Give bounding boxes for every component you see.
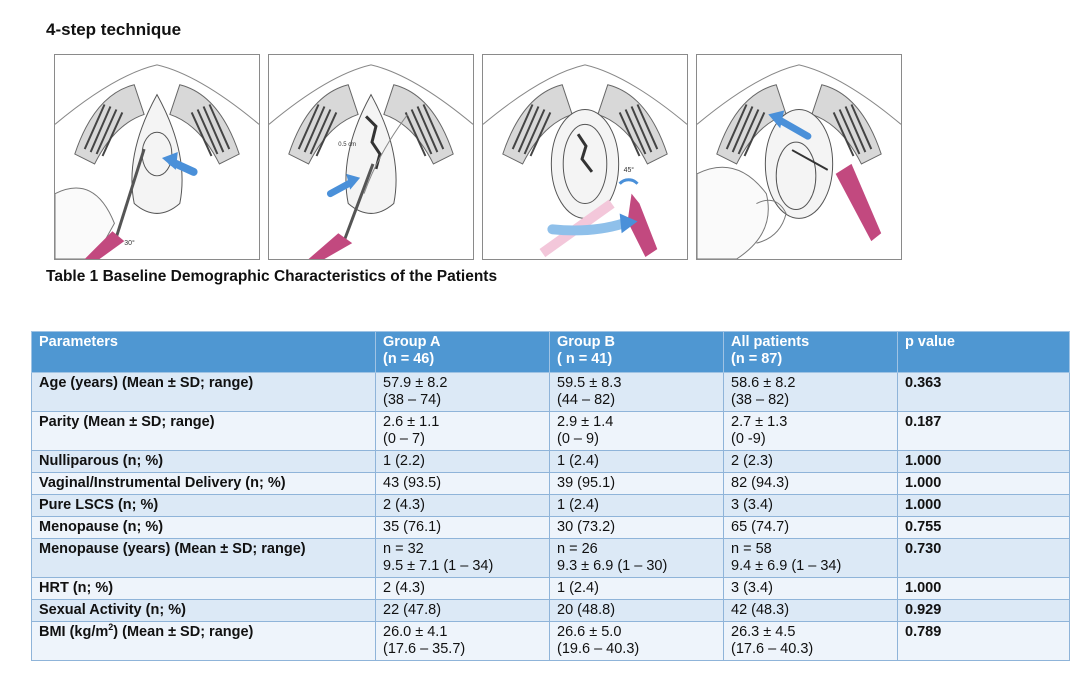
- row-label: Parity (Mean ± SD; range): [31, 411, 376, 451]
- step-3-drawing: 45°: [483, 64, 687, 258]
- table-row: Sexual Activity (n; %) 22 (47.8) 20 (48.…: [31, 599, 1070, 622]
- p-value-cell: 1.000: [897, 494, 1070, 517]
- all-patients-cell: 82 (94.3): [723, 472, 898, 495]
- group-a-cell: 57.9 ± 8.2(38 – 74): [375, 372, 550, 412]
- row-label: Pure LSCS (n; %): [31, 494, 376, 517]
- row-label: Sexual Activity (n; %): [31, 599, 376, 622]
- table-row: Vaginal/Instrumental Delivery (n; %) 43 …: [31, 472, 1070, 495]
- group-a-cell: 26.0 ± 4.1(17.6 – 35.7): [375, 621, 550, 661]
- table-row: Parity (Mean ± SD; range) 2.6 ± 1.1(0 – …: [31, 411, 1070, 451]
- group-b-cell: 59.5 ± 8.3(44 – 82): [549, 372, 724, 412]
- table-caption: Table 1 Baseline Demographic Characteris…: [46, 268, 498, 285]
- angle-label: 45°: [624, 166, 635, 174]
- row-label: HRT (n; %): [31, 577, 376, 600]
- step-3-illustration: 45°: [482, 54, 688, 260]
- table-row: Nulliparous (n; %) 1 (2.2) 1 (2.4) 2 (2.…: [31, 450, 1070, 473]
- step-1-drawing: 30°: [55, 64, 259, 259]
- all-patients-cell: 2.7 ± 1.3(0 -9): [723, 411, 898, 451]
- header-group-b: Group B ( n = 41): [549, 331, 724, 373]
- table-row: Menopause (n; %) 35 (76.1) 30 (73.2) 65 …: [31, 516, 1070, 539]
- group-b-cell: 26.6 ± 5.0(19.6 – 40.3): [549, 621, 724, 661]
- p-value-cell: 0.789: [897, 621, 1070, 661]
- row-label: Nulliparous (n; %): [31, 450, 376, 473]
- header-parameters: Parameters: [31, 331, 376, 373]
- group-a-cell: 1 (2.2): [375, 450, 550, 473]
- group-b-cell: 20 (48.8): [549, 599, 724, 622]
- table-row: HRT (n; %) 2 (4.3) 1 (2.4) 3 (3.4) 1.000: [31, 577, 1070, 600]
- group-b-cell: 1 (2.4): [549, 450, 724, 473]
- group-b-cell: 39 (95.1): [549, 472, 724, 495]
- step-2-illustration: 0.5 cm: [268, 54, 474, 260]
- group-b-cell: 1 (2.4): [549, 577, 724, 600]
- header-group-a: Group A (n = 46): [375, 331, 550, 373]
- demographics-table: Parameters Group A (n = 46) Group B ( n …: [31, 331, 1070, 661]
- row-label: Age (years) (Mean ± SD; range): [31, 372, 376, 412]
- group-b-cell: 1 (2.4): [549, 494, 724, 517]
- row-label: Menopause (years) (Mean ± SD; range): [31, 538, 376, 578]
- group-a-cell: 22 (47.8): [375, 599, 550, 622]
- header-all-patients: All patients (n = 87): [723, 331, 898, 373]
- p-value-cell: 0.755: [897, 516, 1070, 539]
- all-patients-cell: 3 (3.4): [723, 494, 898, 517]
- table-row: BMI (kg/m2) (Mean ± SD; range) 26.0 ± 4.…: [31, 621, 1070, 661]
- all-patients-cell: 3 (3.4): [723, 577, 898, 600]
- group-a-cell: 2 (4.3): [375, 494, 550, 517]
- group-a-cell: 2.6 ± 1.1(0 – 7): [375, 411, 550, 451]
- figure-heading: 4-step technique: [46, 20, 182, 39]
- table-row: Pure LSCS (n; %) 2 (4.3) 1 (2.4) 3 (3.4)…: [31, 494, 1070, 517]
- row-label: Vaginal/Instrumental Delivery (n; %): [31, 472, 376, 495]
- angle-label: 30°: [124, 239, 135, 247]
- group-b-cell: 30 (73.2): [549, 516, 724, 539]
- table-row: Menopause (years) (Mean ± SD; range) n =…: [31, 538, 1070, 578]
- step-1-illustration: 30°: [54, 54, 260, 260]
- step-4-illustration: [696, 54, 902, 260]
- p-value-cell: 0.929: [897, 599, 1070, 622]
- table-row: Age (years) (Mean ± SD; range) 57.9 ± 8.…: [31, 372, 1070, 412]
- group-a-cell: 2 (4.3): [375, 577, 550, 600]
- step-4-drawing: [697, 64, 901, 259]
- row-label: BMI (kg/m2) (Mean ± SD; range): [31, 621, 376, 661]
- all-patients-cell: 2 (2.3): [723, 450, 898, 473]
- table-header-row: Parameters Group A (n = 46) Group B ( n …: [31, 331, 1070, 373]
- group-a-cell: 35 (76.1): [375, 516, 550, 539]
- group-a-cell: 43 (93.5): [375, 472, 550, 495]
- distance-label: 0.5 cm: [338, 142, 356, 148]
- all-patients-cell: 42 (48.3): [723, 599, 898, 622]
- all-patients-cell: 58.6 ± 8.2(38 – 82): [723, 372, 898, 412]
- p-value-cell: 1.000: [897, 577, 1070, 600]
- p-value-cell: 0.187: [897, 411, 1070, 451]
- p-value-cell: 1.000: [897, 450, 1070, 473]
- p-value-cell: 0.730: [897, 538, 1070, 578]
- p-value-cell: 1.000: [897, 472, 1070, 495]
- group-b-cell: 2.9 ± 1.4(0 – 9): [549, 411, 724, 451]
- all-patients-cell: 26.3 ± 4.5(17.6 – 40.3): [723, 621, 898, 661]
- row-label: Menopause (n; %): [31, 516, 376, 539]
- step-2-drawing: 0.5 cm: [269, 64, 473, 259]
- all-patients-cell: 65 (74.7): [723, 516, 898, 539]
- p-value-cell: 0.363: [897, 372, 1070, 412]
- technique-illustrations: 30° 0.5 cm: [54, 54, 910, 260]
- header-p-value: p value: [897, 331, 1070, 373]
